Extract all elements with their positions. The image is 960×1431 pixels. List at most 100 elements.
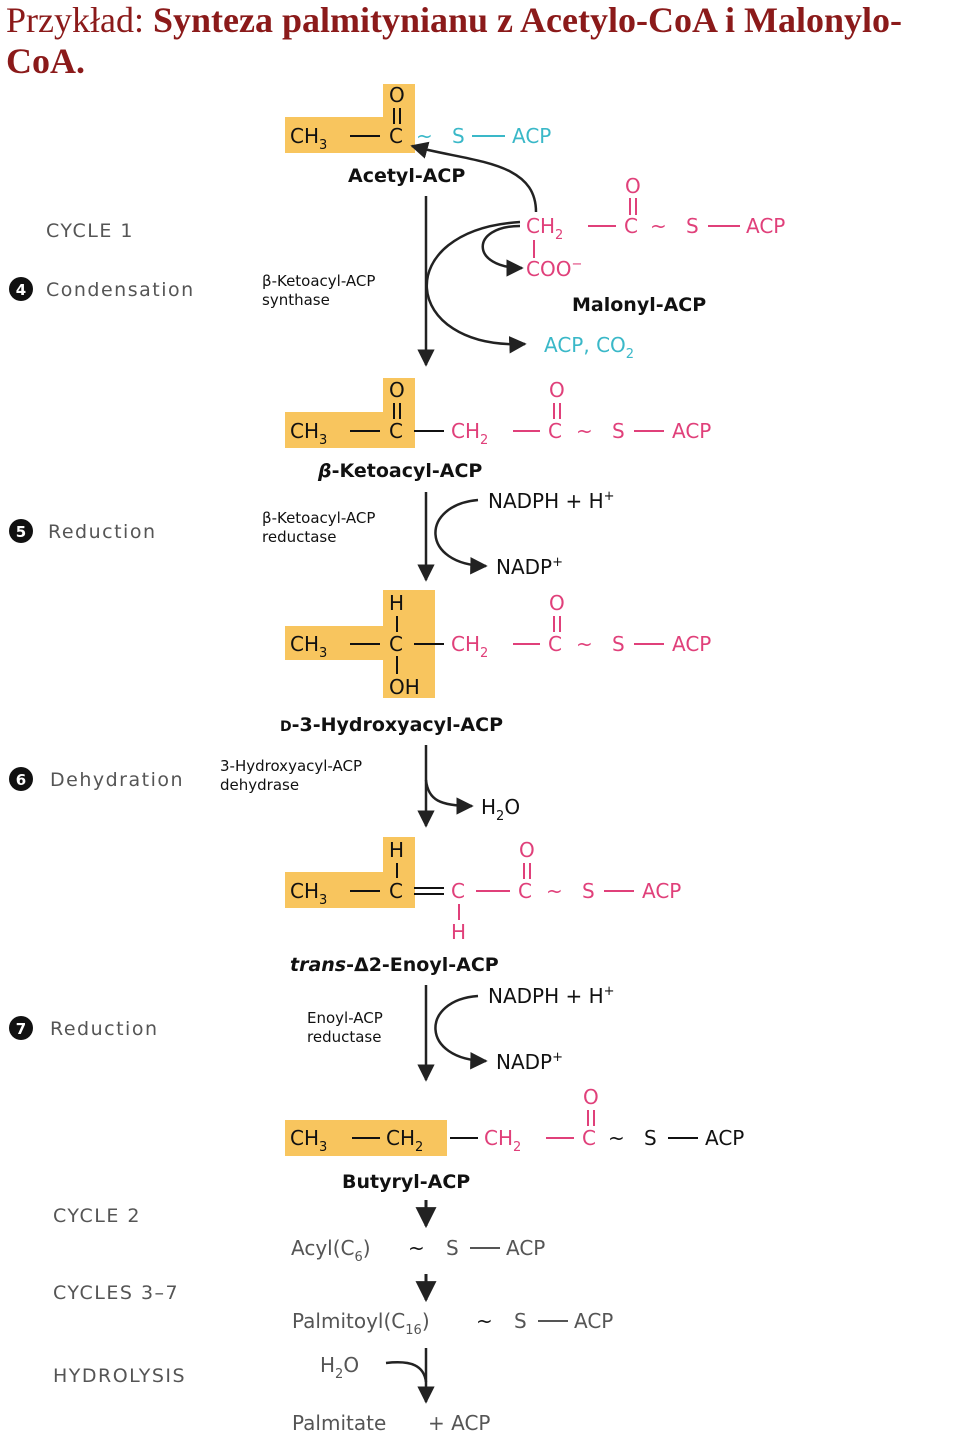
step7-arrows <box>417 985 488 1082</box>
svg-text:~: ~ <box>546 879 563 903</box>
svg-text:CH2: CH2 <box>526 214 563 243</box>
step5-arrows <box>417 492 488 582</box>
svg-text:6: 6 <box>16 771 26 789</box>
svg-text:CH3: CH3 <box>290 124 327 153</box>
svg-text:ACP: ACP <box>512 124 551 148</box>
hydroxyacyl-acp-label: D-3-Hydroxyacyl-ACP <box>280 714 503 736</box>
svg-text:O: O <box>389 378 405 402</box>
svg-text:~: ~ <box>650 214 667 238</box>
butyryl-acp-label: Butyryl-ACP <box>342 1171 470 1193</box>
svg-text:O: O <box>625 174 641 198</box>
svg-text:ACP: ACP <box>506 1236 545 1260</box>
svg-text:CH2: CH2 <box>451 632 488 661</box>
enoyl-acp-structure: H CH3 C C H C O ~ S ACP trans-Δ2-Enoyl-A… <box>290 838 681 976</box>
svg-text:H: H <box>389 591 404 615</box>
page-title: Przykład: Synteza palmitynianu z Acetylo… <box>6 0 956 82</box>
step6-water: H2O <box>481 795 520 824</box>
cycles3-7-label: CYCLES 3–7 <box>53 1282 179 1304</box>
svg-text:S: S <box>582 879 595 903</box>
svg-text:C: C <box>548 419 562 443</box>
svg-text:ACP: ACP <box>574 1309 613 1333</box>
butyryl-acp-structure: CH3 CH2 CH2 C O ~ S ACP Butyryl-ACP <box>290 1085 744 1193</box>
title-prefix: Przykład: <box>6 0 144 40</box>
svg-text:~: ~ <box>608 1126 625 1150</box>
svg-text:ACP: ACP <box>705 1126 744 1150</box>
step5-nadph: NADPH + H+ <box>488 489 615 513</box>
svg-text:ACP: ACP <box>672 419 711 443</box>
step5-name: Reduction <box>48 521 156 543</box>
step-7: 7 Reduction Enoyl-ACP reductase <box>9 1009 383 1046</box>
svg-text:C: C <box>518 879 532 903</box>
svg-text:CH2: CH2 <box>451 419 488 448</box>
step4-enzyme-line2: synthase <box>262 291 330 309</box>
svg-text:S: S <box>514 1309 527 1333</box>
step5-enzyme-line2: reductase <box>262 528 336 546</box>
svg-text:S: S <box>644 1126 657 1150</box>
palmitate-label: Palmitate <box>292 1411 386 1431</box>
svg-text:Palmitoyl(C16): Palmitoyl(C16) <box>292 1309 430 1338</box>
svg-text:H: H <box>389 838 404 862</box>
title-main: Synteza palmitynianu z Acetylo-CoA i Mal… <box>6 0 902 81</box>
malonyl-acp-label: Malonyl-ACP <box>572 294 706 316</box>
step5-enzyme-line1: β-Ketoacyl-ACP <box>262 509 375 527</box>
hydroxyacyl-acp-structure: H CH3 C OH CH2 C O ~ S ACP D-3-Hydroxyac… <box>280 591 711 736</box>
step7-name: Reduction <box>50 1018 158 1040</box>
svg-text:ACP: ACP <box>642 879 681 903</box>
svg-text:7: 7 <box>16 1020 26 1038</box>
svg-text:O: O <box>549 591 565 615</box>
step7-enzyme-line1: Enoyl-ACP <box>307 1009 383 1027</box>
svg-text:C: C <box>389 124 403 148</box>
step4-enzyme-line1: β-Ketoacyl-ACP <box>262 272 375 290</box>
step6-enzyme-line1: 3-Hydroxyacyl-ACP <box>220 757 362 775</box>
svg-text:S: S <box>446 1236 459 1260</box>
svg-text:C: C <box>389 879 403 903</box>
svg-text:4: 4 <box>16 281 26 299</box>
acyl-c6-structure: Acyl(C6) ~ S ACP <box>291 1236 545 1265</box>
free-acp-label: + ACP <box>428 1411 490 1431</box>
final-products: Palmitate + ACP <box>292 1411 490 1431</box>
condensation-arrows <box>410 141 538 367</box>
step6-arrows <box>417 745 474 828</box>
step7-nadp: NADP+ <box>496 1050 563 1074</box>
svg-text:H: H <box>451 920 466 944</box>
step7-enzyme-line2: reductase <box>307 1028 381 1046</box>
step6-enzyme-line2: dehydrase <box>220 776 299 794</box>
hydrolysis-label: HYDROLYSIS <box>53 1365 186 1387</box>
svg-text:CH2: CH2 <box>386 1126 423 1155</box>
svg-text:O: O <box>549 378 565 402</box>
svg-text:C: C <box>624 214 638 238</box>
svg-text:~: ~ <box>408 1236 425 1260</box>
svg-text:5: 5 <box>16 523 26 541</box>
svg-text:~: ~ <box>476 1309 493 1333</box>
svg-text:C: C <box>548 632 562 656</box>
svg-text:S: S <box>612 632 625 656</box>
svg-text:Acyl(C6): Acyl(C6) <box>291 1236 371 1265</box>
malonyl-acp-structure: O CH2 C ~ S ACP COO− Malonyl-ACP <box>526 174 785 316</box>
step-6: 6 Dehydration 3-Hydroxyacyl-ACP dehydras… <box>9 757 362 794</box>
svg-text:CH3: CH3 <box>290 419 327 448</box>
step-5: 5 Reduction β-Ketoacyl-ACP reductase <box>9 509 375 546</box>
highlight-boxes <box>285 84 447 1156</box>
step6-name: Dehydration <box>50 769 184 791</box>
svg-text:S: S <box>612 419 625 443</box>
svg-text:~: ~ <box>576 632 593 656</box>
ketoacyl-acp-structure: CH3 C O CH2 C O ~ S ACP β-Ketoacyl-ACP <box>290 378 711 482</box>
svg-text:~: ~ <box>576 419 593 443</box>
step4-name: Condensation <box>46 279 195 301</box>
svg-text:CH2: CH2 <box>484 1126 521 1155</box>
svg-text:O: O <box>583 1085 599 1109</box>
svg-text:CH3: CH3 <box>290 879 327 908</box>
palmitoyl-c16-structure: Palmitoyl(C16) ~ S ACP <box>292 1309 613 1338</box>
svg-text:S: S <box>452 124 465 148</box>
svg-text:C: C <box>582 1126 596 1150</box>
acp-co2-product: ACP, CO2 <box>544 333 634 362</box>
cycle1-label: CYCLE 1 <box>46 220 134 242</box>
svg-text:C: C <box>451 879 465 903</box>
hydrolysis-water: H2O <box>320 1353 359 1382</box>
svg-text:C: C <box>389 632 403 656</box>
hydrolysis-arrows <box>385 1348 435 1404</box>
cycle2-label: CYCLE 2 <box>53 1205 141 1227</box>
svg-text:O: O <box>519 838 535 862</box>
svg-text:S: S <box>686 214 699 238</box>
